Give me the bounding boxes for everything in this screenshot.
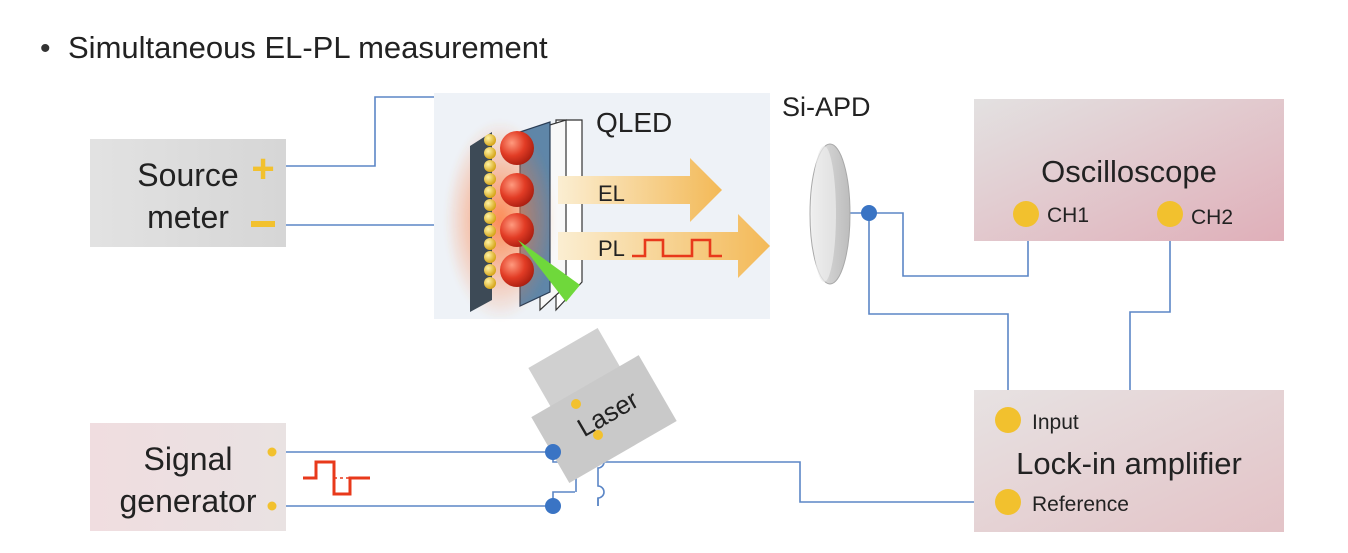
page-title: Simultaneous EL-PL measurement xyxy=(68,30,548,65)
input-terminal xyxy=(995,407,1021,433)
source-meter-label-line2: meter xyxy=(147,199,229,235)
gold-nanoparticles xyxy=(484,134,496,289)
lock-in-amplifier: Input Lock-in amplifier Reference xyxy=(974,390,1284,532)
el-label: EL xyxy=(598,181,625,206)
source-meter: Source meter + xyxy=(90,139,286,247)
lock-in-box xyxy=(974,390,1284,532)
minus-terminal-icon xyxy=(251,221,275,227)
laser-body xyxy=(531,355,677,483)
signal-generator-box xyxy=(90,423,286,531)
ch1-terminal xyxy=(1013,201,1039,227)
si-apd-label: Si-APD xyxy=(782,92,871,122)
title-bullet: • xyxy=(40,32,51,65)
oscilloscope-label: Oscilloscope xyxy=(1041,154,1217,189)
quantum-dot-2 xyxy=(500,173,534,207)
source-meter-box xyxy=(90,139,286,247)
laser-beam xyxy=(518,240,580,302)
ch2-label: CH2 xyxy=(1191,206,1233,229)
ch2-terminal xyxy=(1157,201,1183,227)
qled-device: QLED E xyxy=(434,93,770,320)
quantum-dot-4 xyxy=(500,253,534,287)
source-meter-label-line1: Source xyxy=(137,157,238,193)
si-apd: Si-APD xyxy=(782,92,871,285)
qled-label: QLED xyxy=(596,107,672,138)
signal-generator: Signal generator xyxy=(90,423,370,531)
wire-apd-ch1 xyxy=(850,212,1029,277)
junction-node-signal-top xyxy=(545,444,561,460)
oscilloscope: Oscilloscope CH1 CH2 xyxy=(974,99,1284,241)
junction-node-signal-bottom xyxy=(545,498,561,514)
el-arrow xyxy=(558,158,722,222)
wire-apd-input xyxy=(868,213,1009,418)
lock-in-label: Lock-in amplifier xyxy=(1016,446,1242,481)
laser-nozzle xyxy=(528,328,623,412)
si-apd-face xyxy=(812,146,836,282)
input-label: Input xyxy=(1032,411,1079,434)
laser-terminal-2 xyxy=(593,430,603,440)
laser: Laser xyxy=(528,328,677,483)
plus-terminal-icon: + xyxy=(251,147,274,191)
laser-terminal-1 xyxy=(571,399,581,409)
quantum-dot-3 xyxy=(500,213,534,247)
wire-signal-reference xyxy=(274,451,1005,503)
quantum-dot-1 xyxy=(500,131,534,165)
wire-lockin-ch2 xyxy=(1129,214,1171,390)
reference-label: Reference xyxy=(1032,493,1129,516)
signal-output-terminal-2 xyxy=(267,501,277,511)
ch1-label: CH1 xyxy=(1047,204,1089,227)
signal-generator-label-line1: Signal xyxy=(144,441,233,477)
qled-glow xyxy=(445,120,555,320)
pl-label: PL xyxy=(598,236,625,261)
reference-terminal xyxy=(995,489,1021,515)
junction-node-apd xyxy=(861,205,877,221)
signal-output-terminal-1 xyxy=(267,447,277,457)
signal-generator-label-line2: generator xyxy=(120,483,257,519)
